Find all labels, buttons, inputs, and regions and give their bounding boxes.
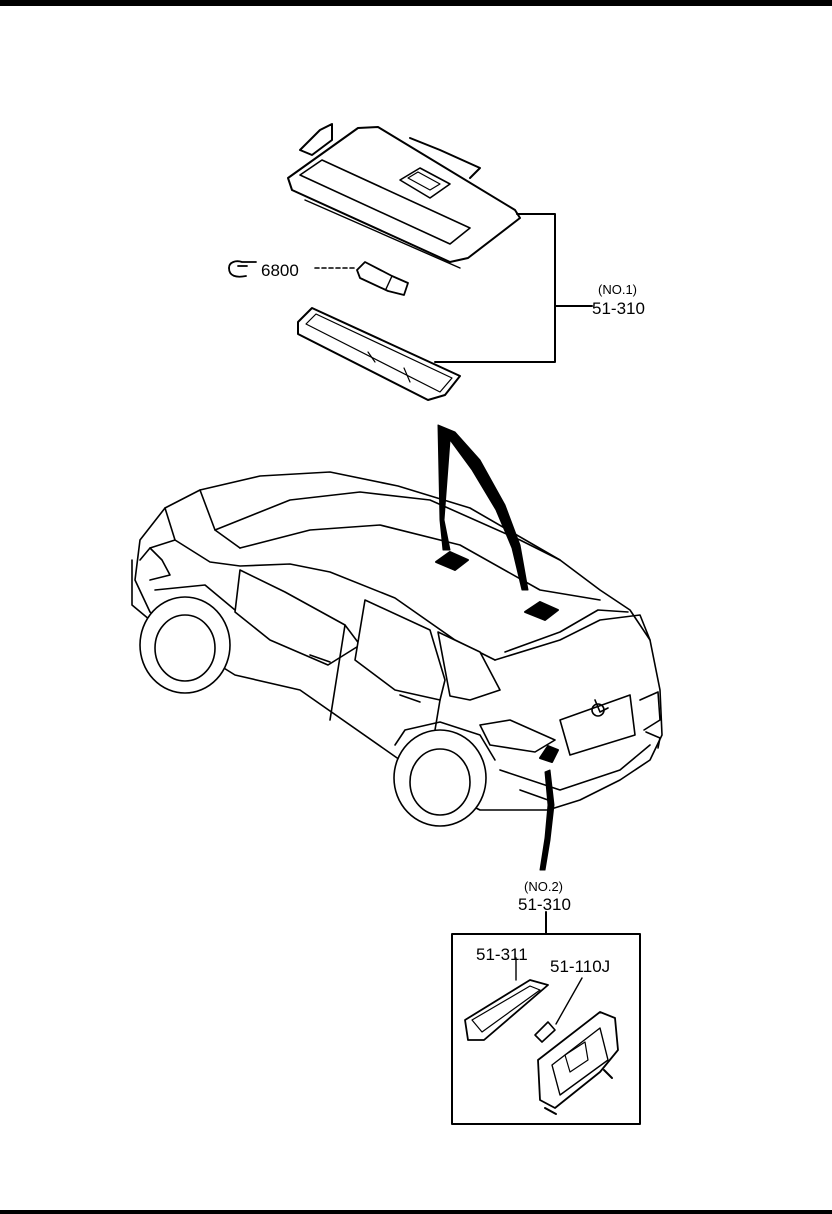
ref-number-label: 6800 [261,261,299,280]
room-lamp-housing [287,123,521,269]
no2-roof-location-marker [524,601,559,621]
no1-bracket-line [434,213,556,363]
luggage-lamp-lens [464,979,549,1041]
pointing-hand-icon [228,260,257,278]
bulb-part-label: 51-110J [550,957,610,976]
no2-pointer-arrow [539,769,555,871]
no2-location-marker [539,745,559,763]
room-lamp-lens [297,307,461,401]
bulb-leader-line [555,977,583,1025]
location-pointer-arrow [437,424,529,591]
top-border [0,0,832,6]
no1-part-label: 51-310 [592,299,645,318]
luggage-lamp-housing [537,1011,619,1115]
bottom-border [0,1210,832,1214]
no2-qualifier-label: (NO.2) [524,879,563,894]
no1-qualifier-label: (NO.1) [598,282,637,297]
room-lamp-bulb [356,261,409,296]
luggage-lamp-bulb [534,1021,556,1043]
no1-location-marker [435,551,469,571]
lens-part-label: 51-311 [476,945,528,964]
vehicle-outline [131,471,663,827]
no2-part-label: 51-310 [518,895,571,914]
